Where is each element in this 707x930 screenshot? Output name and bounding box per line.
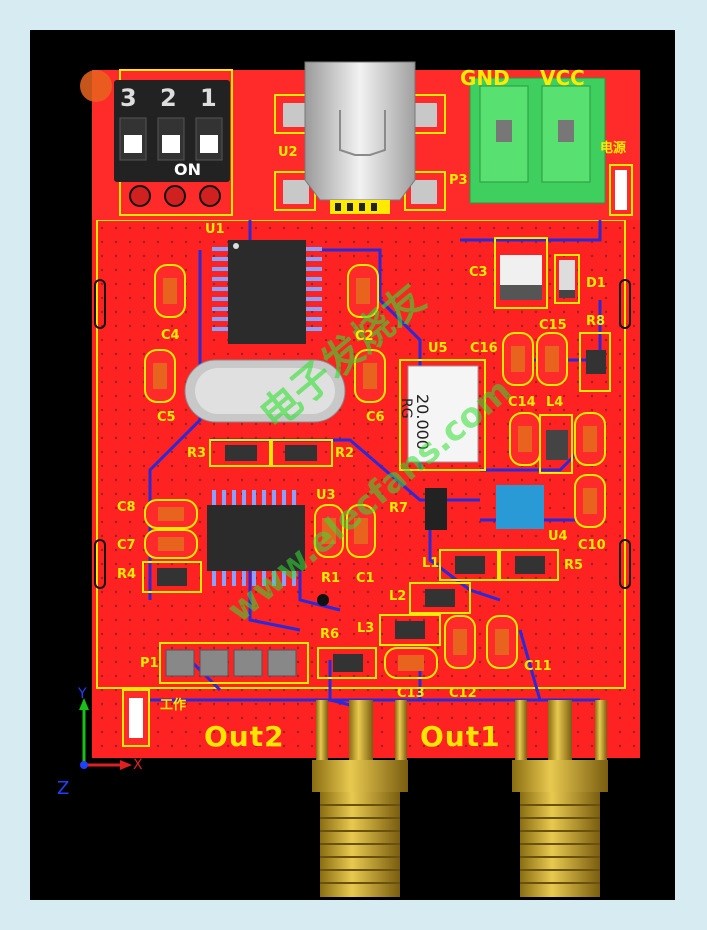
designator-l3: L3: [357, 621, 375, 636]
designator-u5: U5: [428, 341, 448, 356]
sma-out1: [512, 700, 608, 897]
sma-out2: [312, 700, 408, 897]
designator-r1: R1: [321, 571, 341, 586]
usb-connector: [304, 61, 416, 201]
axis-indicator: [79, 698, 132, 770]
work-led-label: 工作: [160, 698, 187, 713]
axis-z-label: Z: [57, 778, 70, 799]
u5-oscillator: [407, 365, 479, 463]
designator-u4: U4: [548, 529, 568, 544]
dip-pos-3: 3: [120, 84, 137, 112]
designator-c12: C12: [449, 686, 477, 701]
designator-c14: C14: [508, 395, 536, 410]
designator-r4: R4: [117, 567, 137, 582]
dip-on-label: ON: [174, 160, 201, 179]
designator-c15: C15: [539, 318, 567, 333]
p1-header: [159, 642, 309, 684]
designator-c11: C11: [524, 659, 552, 674]
out2-label: Out2: [204, 720, 285, 753]
designator-l1: L1: [422, 556, 440, 571]
designator-u2: U2: [278, 145, 298, 160]
dip-pos-2: 2: [160, 84, 177, 112]
designator-c1: C1: [356, 571, 375, 586]
dip-pos-1: 1: [200, 84, 217, 112]
designator-c8: C8: [117, 500, 136, 515]
designator-c6: C6: [366, 410, 385, 425]
designator-r7: R7: [389, 501, 409, 516]
u3-chip: [207, 505, 305, 571]
designator-c5: C5: [157, 410, 176, 425]
r7-transistor: [425, 488, 447, 530]
designator-r5: R5: [564, 558, 584, 573]
designator-c16: C16: [470, 341, 498, 356]
out1-label: Out1: [420, 720, 501, 753]
designator-l2: L2: [389, 589, 407, 604]
designator-c7: C7: [117, 538, 136, 553]
vcc-label: VCC: [540, 66, 585, 90]
u1-chip: [228, 240, 306, 344]
designator-c2: C2: [355, 329, 374, 344]
designator-r2: R2: [335, 446, 355, 461]
crystal-brand: RG: [398, 398, 414, 419]
designator-c13: C13: [397, 686, 425, 701]
designator-p1: P1: [140, 656, 159, 671]
designator-p3: P3: [449, 173, 468, 188]
designator-c10: C10: [578, 538, 606, 553]
designator-u3: U3: [316, 488, 336, 503]
designator-c3: C3: [469, 265, 488, 280]
designator-l4: L4: [546, 395, 564, 410]
designator-c4: C4: [161, 328, 180, 343]
power-led-label: 电源: [600, 141, 627, 156]
axis-y-label: Y: [78, 686, 87, 702]
designator-d1: D1: [586, 276, 606, 291]
u4-chip: [496, 485, 544, 529]
gnd-label: GND: [460, 66, 510, 90]
designator-r6: R6: [320, 627, 340, 642]
axis-x-label: X: [133, 757, 143, 773]
designator-u1: U1: [205, 222, 225, 237]
designator-r3: R3: [187, 446, 207, 461]
designator-r8: R8: [586, 314, 606, 329]
